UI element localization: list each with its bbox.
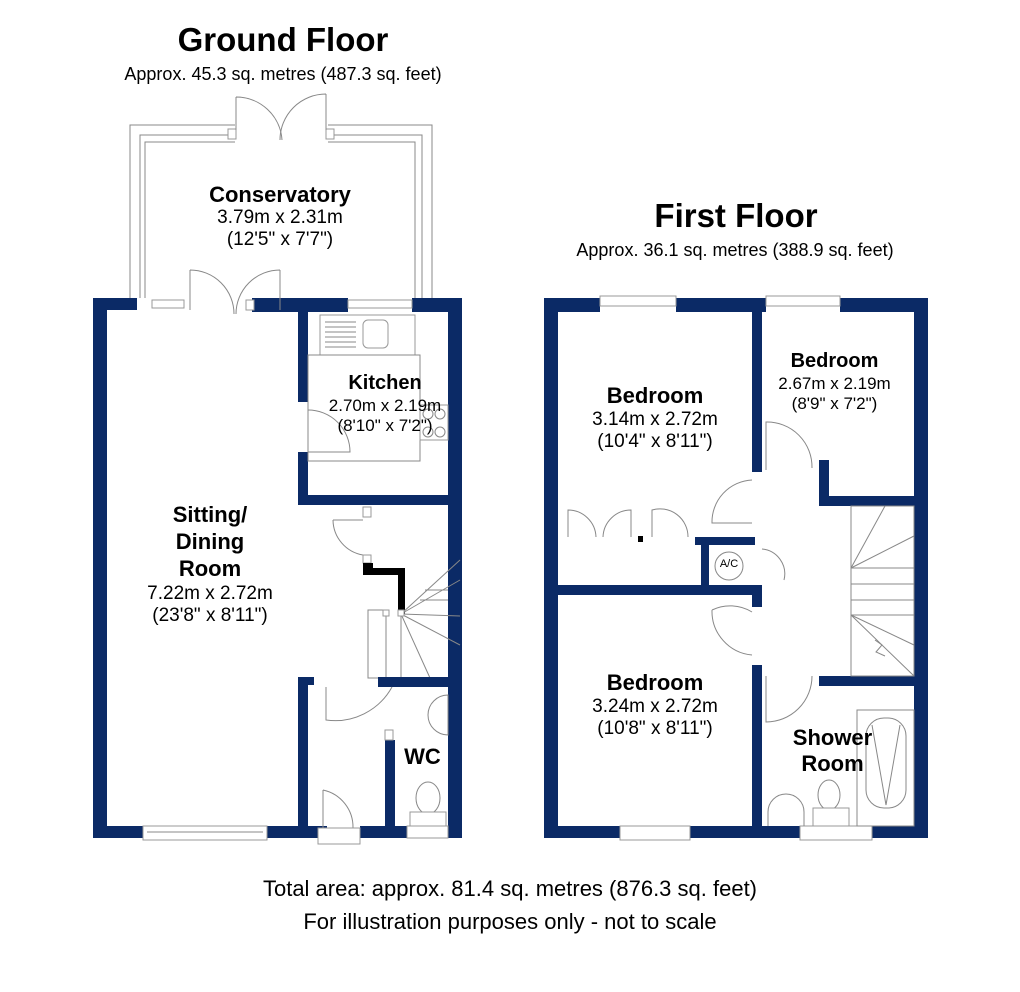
disclaimer: For illustration purposes only - not to …	[303, 909, 717, 934]
ground-stairs	[367, 559, 461, 679]
room-name: Kitchen	[348, 372, 422, 394]
room-name: Bedroom	[606, 383, 704, 408]
first-floor-title: First Floor	[654, 197, 818, 234]
room-name: Bedroom	[790, 350, 879, 372]
room-dimensions-metric: 7.22m x 2.72m	[147, 583, 273, 604]
room-dimensions-imperial: (10'8" x 8'11")	[597, 718, 713, 739]
room-dimensions-imperial: (10'4" x 8'11")	[597, 431, 713, 452]
first-floor-stairs	[850, 505, 915, 677]
room-name-line1: Shower	[792, 725, 873, 750]
room-dimensions-metric: 3.79m x 2.31m	[217, 207, 343, 228]
room-dimensions-imperial: (8'10" x 7'2")	[337, 416, 433, 435]
room-dimensions-imperial: (23'8" x 8'11")	[152, 605, 268, 626]
room-name: Bedroom	[606, 670, 704, 695]
room-dimensions-metric: 2.67m x 2.19m	[778, 374, 891, 393]
room-dimensions-metric: 3.14m x 2.72m	[592, 409, 718, 430]
room-dimensions-imperial: (8'9" x 7'2")	[791, 394, 878, 413]
ground-floor-title: Ground Floor	[177, 21, 389, 58]
total-area: Total area: approx. 81.4 sq. metres (876…	[262, 876, 758, 901]
room-dimensions-imperial: (12'5" x 7'7")	[226, 229, 334, 250]
ground-floor-plan	[93, 93, 462, 845]
room-name-line3: Room	[178, 556, 242, 581]
room-name: Conservatory	[209, 182, 351, 207]
room-name-line1: Sitting/	[172, 502, 248, 527]
room-dimensions-metric: 3.24m x 2.72m	[592, 696, 718, 717]
room-dimensions-metric: 2.70m x 2.19m	[328, 396, 442, 415]
first-floor-area: Approx. 36.1 sq. metres (388.9 sq. feet)	[576, 240, 894, 260]
room-name-line2: Room	[801, 751, 864, 776]
airing-cupboard-label: A/C	[719, 558, 739, 570]
conservatory-frame	[129, 93, 433, 298]
first-floor-plan	[544, 295, 928, 841]
room-wc: WC	[404, 744, 441, 769]
room-name-line2: Dining	[175, 529, 245, 554]
ground-floor-area: Approx. 45.3 sq. metres (487.3 sq. feet)	[124, 64, 442, 84]
